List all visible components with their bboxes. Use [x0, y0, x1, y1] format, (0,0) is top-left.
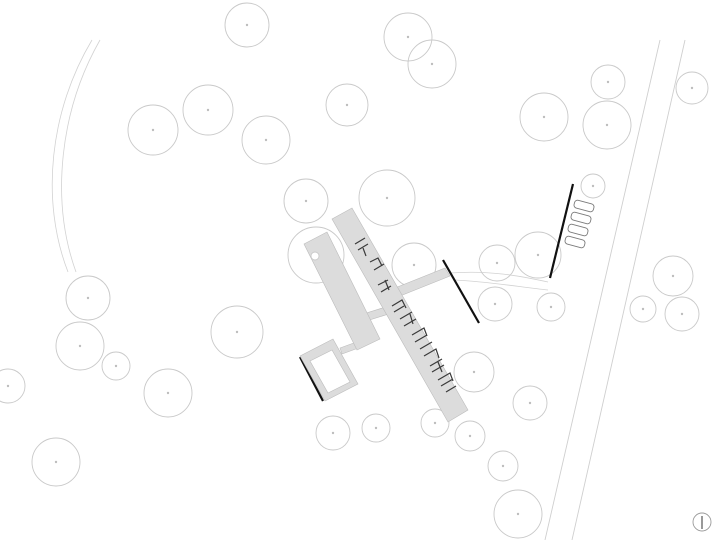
tree — [241, 115, 291, 165]
curved-path-outer — [51, 39, 93, 273]
tree — [101, 351, 131, 381]
chimney-circle — [310, 251, 320, 261]
tree — [358, 169, 416, 227]
tree — [65, 275, 111, 321]
tree — [55, 321, 105, 371]
wall-entry — [442, 259, 480, 324]
car-icon — [564, 235, 586, 249]
tree — [582, 100, 632, 150]
driveway-edge-bottom — [454, 279, 549, 291]
tree — [210, 305, 264, 359]
north-arrow-icon — [692, 512, 712, 532]
tree — [664, 296, 700, 332]
tree — [580, 173, 606, 199]
tree — [487, 450, 519, 482]
tree — [454, 420, 486, 452]
tree — [536, 292, 566, 322]
car-icon — [567, 223, 589, 237]
parked-cars — [564, 199, 595, 249]
tree — [143, 368, 193, 418]
tree — [477, 286, 513, 322]
tree — [652, 255, 694, 297]
tree — [407, 39, 457, 89]
tree — [675, 71, 709, 105]
tree — [0, 368, 26, 404]
tree — [514, 231, 562, 279]
pavilion-roof — [303, 231, 381, 351]
main-building-roof — [331, 207, 469, 423]
tree — [325, 83, 369, 127]
car-icon — [570, 211, 592, 225]
tree — [519, 92, 569, 142]
car-icon — [573, 199, 595, 213]
tree — [182, 84, 234, 136]
pool-house-interior — [309, 349, 351, 394]
tree — [315, 415, 351, 451]
road-edge-left — [544, 39, 661, 540]
tree — [31, 437, 81, 487]
tree — [590, 64, 626, 100]
tree — [127, 104, 179, 156]
main-building-interior — [354, 237, 457, 393]
tree — [361, 413, 391, 443]
tree — [629, 295, 657, 323]
tree — [224, 2, 270, 48]
tree — [383, 12, 433, 62]
tree — [420, 408, 450, 438]
tree — [283, 178, 329, 224]
wall-pool — [299, 356, 324, 402]
road-edge-right — [571, 39, 686, 540]
trees — [0, 2, 709, 539]
tree — [478, 244, 516, 282]
tree — [453, 351, 495, 393]
wall-parking — [548, 183, 575, 279]
curved-path-inner — [61, 39, 101, 273]
driveway-edge-top — [449, 271, 549, 283]
tree — [493, 489, 543, 539]
tree — [512, 385, 548, 421]
